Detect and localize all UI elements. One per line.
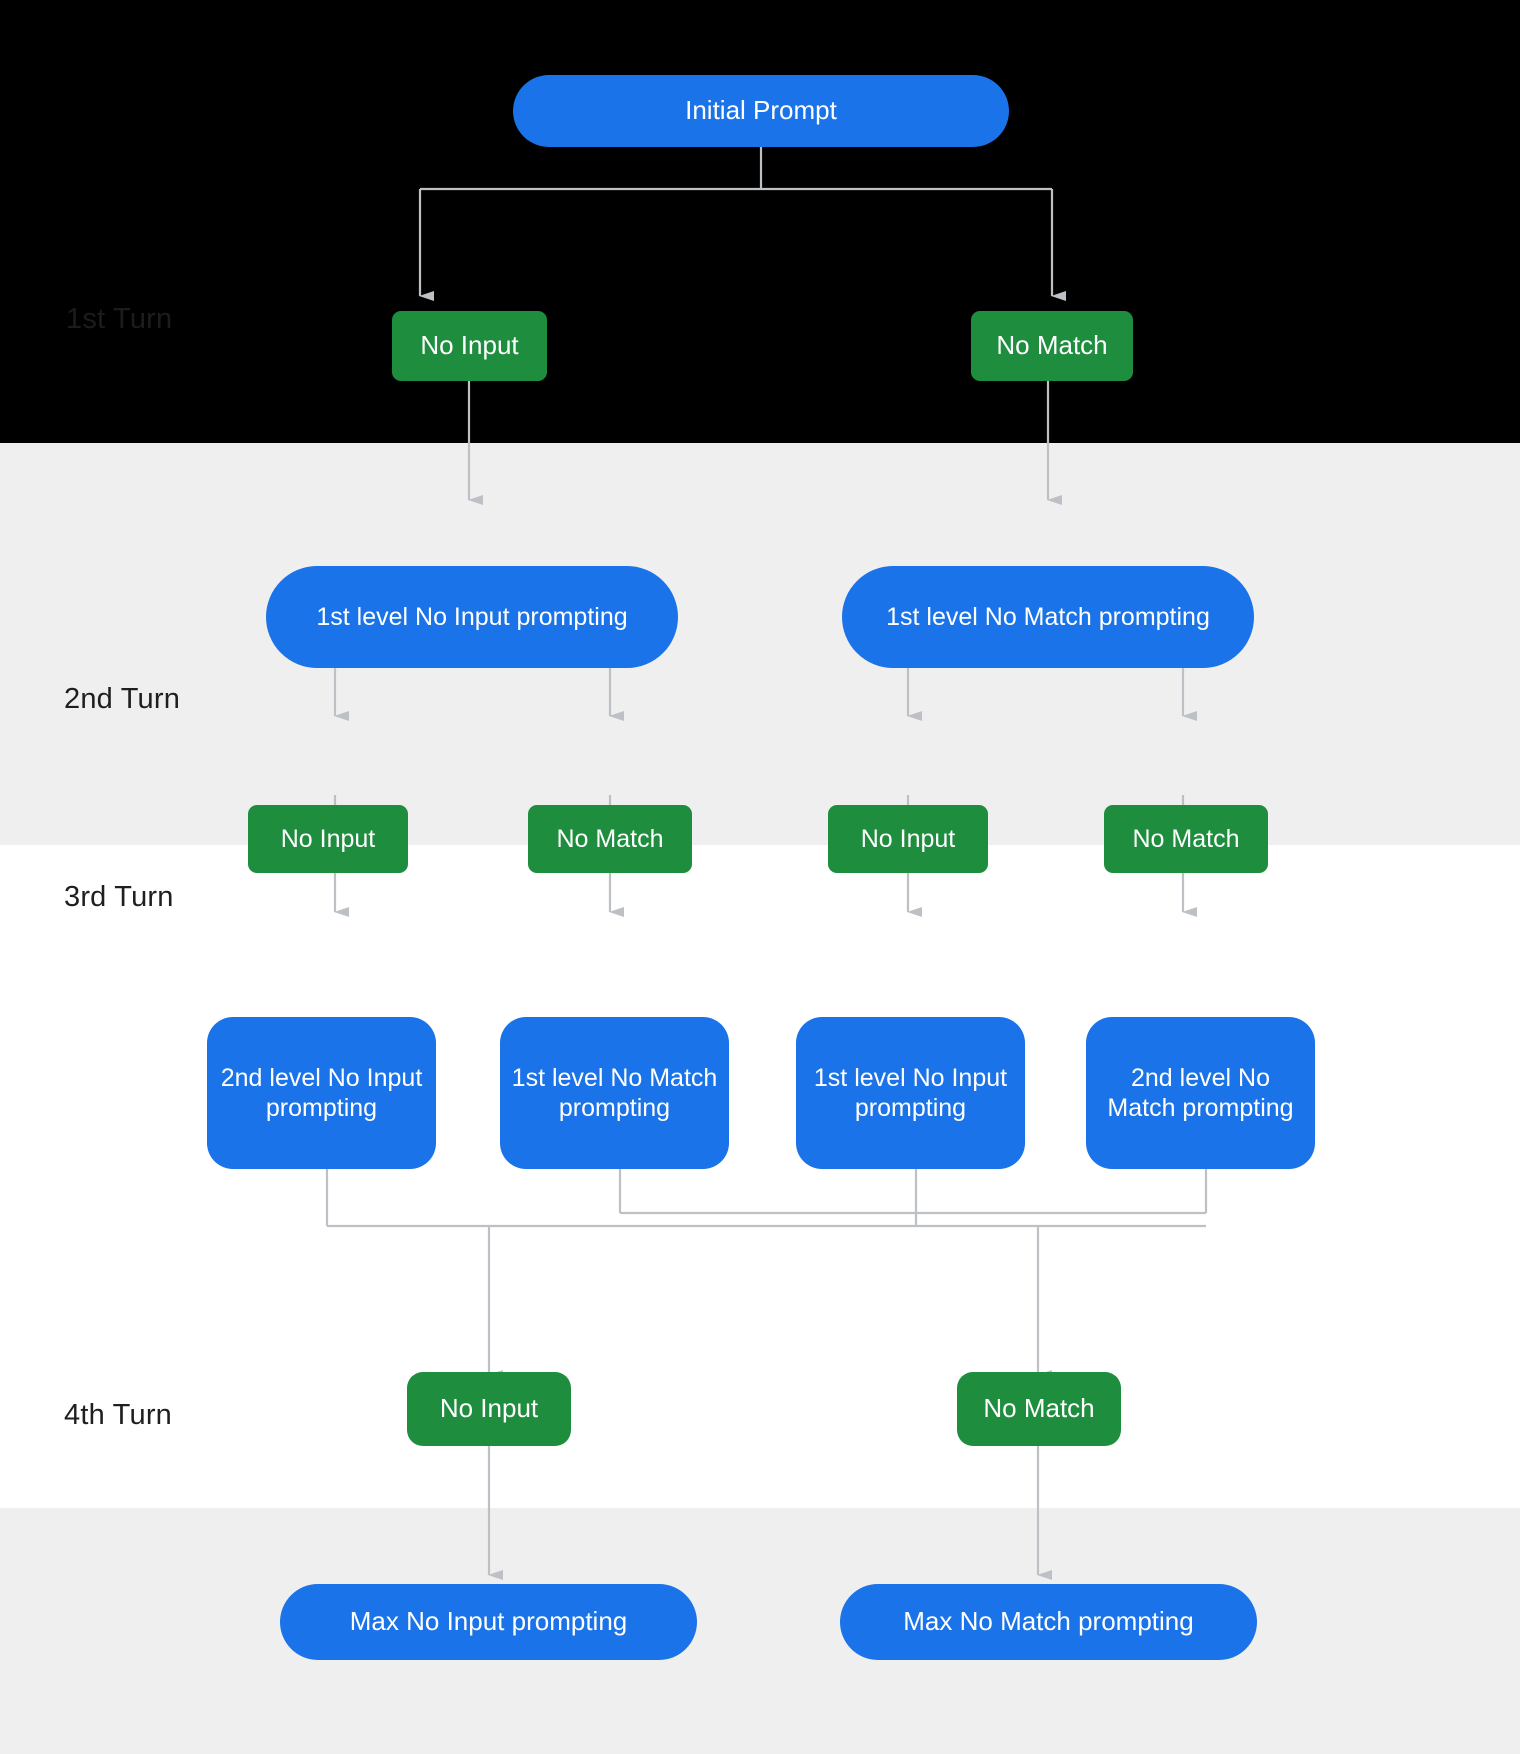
turn-label-3rd: 3rd Turn: [64, 881, 174, 913]
band-4th-turn: [0, 1508, 1520, 1754]
band-2nd-turn: [0, 443, 1520, 845]
node-t1-no-input[interactable]: No Input: [392, 311, 547, 381]
node-t3-prompt-2nd-no-input[interactable]: 2nd level No Input prompting: [207, 1017, 436, 1169]
node-t2-no-input-a[interactable]: No Input: [248, 805, 408, 873]
node-t3-prompt-1st-no-match[interactable]: 1st level No Match prompting: [500, 1017, 729, 1169]
node-t3-prompt-2nd-no-match[interactable]: 2nd level No Match prompting: [1086, 1017, 1315, 1169]
turn-label-1st: 1st Turn: [66, 303, 173, 335]
node-t2-prompt-no-input[interactable]: 1st level No Input prompting: [266, 566, 678, 668]
node-t3-no-input[interactable]: No Input: [407, 1372, 571, 1446]
node-t4-max-no-match[interactable]: Max No Match prompting: [840, 1584, 1257, 1660]
node-t4-max-no-input[interactable]: Max No Input prompting: [280, 1584, 697, 1660]
band-3rd-turn: [0, 845, 1520, 1508]
node-initial-prompt[interactable]: Initial Prompt: [513, 75, 1009, 147]
band-1st-turn: [0, 0, 1520, 443]
turn-label-2nd: 2nd Turn: [64, 683, 181, 715]
node-t2-prompt-no-match[interactable]: 1st level No Match prompting: [842, 566, 1254, 668]
node-t2-no-match-a[interactable]: No Match: [528, 805, 692, 873]
node-t2-no-input-b[interactable]: No Input: [828, 805, 988, 873]
turn-label-4th: 4th Turn: [64, 1399, 172, 1431]
node-t3-prompt-1st-no-input[interactable]: 1st level No Input prompting: [796, 1017, 1025, 1169]
node-t2-no-match-b[interactable]: No Match: [1104, 805, 1268, 873]
node-t1-no-match[interactable]: No Match: [971, 311, 1133, 381]
node-t3-no-match[interactable]: No Match: [957, 1372, 1121, 1446]
